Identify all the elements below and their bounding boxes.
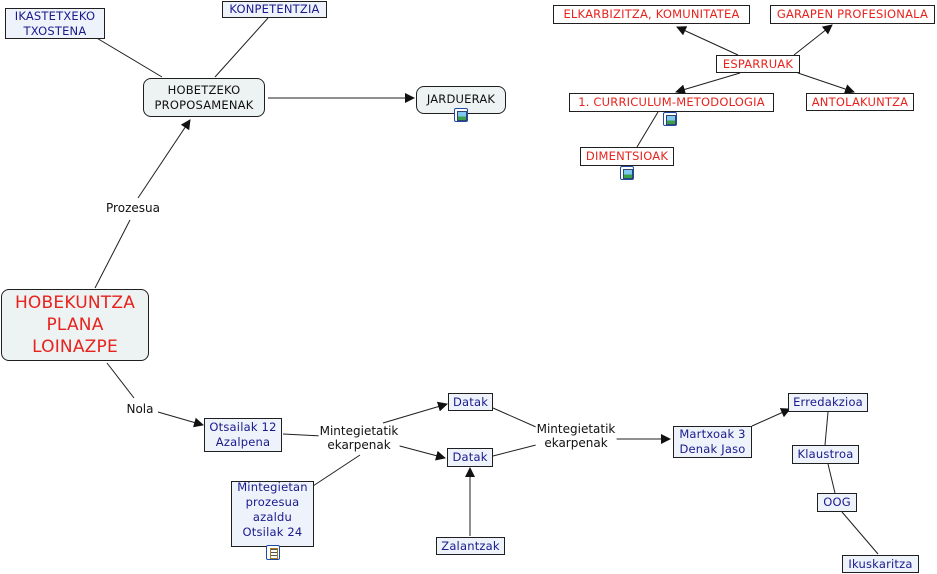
curriculum-image-icon[interactable] (663, 112, 677, 126)
link-datak1-mintegietatik2 (492, 407, 537, 428)
link-label-mintegietatik-2: Mintegietatik ekarpenak (535, 422, 617, 450)
link-ikastetxeko-hobetzeko (94, 36, 163, 78)
node-datak-1[interactable]: Datak (448, 393, 493, 411)
link-oog-ikuskaritza (841, 511, 879, 555)
node-esparruak[interactable]: ESPARRUAK (716, 55, 800, 73)
link-konpetentzia-hobetzeko (214, 17, 269, 78)
link-label-mintegietatik-1: Mintegietatik ekarpenak (318, 424, 400, 452)
node-ikastetxeko-txostena[interactable]: IKASTETXEKO TXOSTENA (5, 8, 105, 39)
link-nola-otsailak (157, 411, 204, 428)
link-esparruak-garapen (793, 24, 833, 56)
link-prozesua-hobetzeko (137, 119, 191, 199)
node-oog[interactable]: OOG (817, 493, 857, 512)
node-konpetentzia[interactable]: KONPETENTZIA (222, 1, 327, 18)
link-hobekuntza-nola (106, 362, 135, 399)
node-zalantzak[interactable]: Zalantzak (436, 537, 505, 555)
link-hobekuntza-prozesua (94, 219, 131, 289)
node-martxoak-3-denak-jaso[interactable]: Martxoak 3 Denak Jaso (673, 426, 752, 458)
node-klaustroa[interactable]: Klaustroa (792, 445, 859, 464)
node-erredakzioa[interactable]: Erredakzioa (788, 393, 868, 412)
node-garapen-profesionala[interactable]: GARAPEN PROFESIONALA (770, 5, 935, 24)
link-curriculum-dimentsioak (636, 111, 659, 148)
dimentsioak-image-icon[interactable] (620, 166, 634, 180)
link-esparruak-elkarbizitza (676, 26, 739, 56)
mintegietan-document-icon[interactable] (266, 545, 280, 560)
node-elkarbizitza-komunitatea[interactable]: ELKARBIZITZA, KOMUNITATEA (553, 5, 750, 24)
node-dimentsioak[interactable]: DIMENTSIOAK (580, 147, 674, 166)
link-datak2-mintegietatik2 (492, 444, 537, 457)
link-otsailak-mintegietatik (282, 433, 323, 437)
link-mintegietatik-datak2 (395, 444, 446, 461)
link-label-nola: Nola (125, 402, 155, 416)
node-datak-2[interactable]: Datak (447, 448, 493, 467)
node-jarduerak[interactable]: JARDUERAK (416, 86, 506, 114)
link-mintegietan-mintegietatik (312, 454, 361, 487)
link-erredakzioa-klaustroa (824, 411, 829, 446)
node-mintegietan-prozesua[interactable]: Mintegietan prozesua azaldu Otsilak 24 (231, 480, 314, 547)
node-ikuskaritza[interactable]: Ikuskaritza (842, 555, 919, 573)
jarduerak-image-icon[interactable] (454, 108, 468, 122)
link-esparruak-antolakuntza (797, 72, 855, 94)
link-label-prozesua: Prozesua (105, 201, 161, 215)
link-martxoak-erredakzioa (751, 408, 791, 427)
node-hobekuntza-plana[interactable]: HOBEKUNTZA PLANA LOINAZPE (1, 289, 149, 361)
node-otsailak-12-azalpena[interactable]: Otsailak 12 Azalpena (204, 418, 282, 452)
link-klaustroa-oog (827, 463, 836, 494)
node-antolakuntza[interactable]: ANTOLAKUNTZA (806, 93, 914, 111)
link-mintegietatik-datak1 (382, 401, 448, 424)
node-curriculum-metodologia[interactable]: 1. CURRICULUM-METODOLOGIA (569, 93, 774, 112)
node-hobetzeko-proposamenak[interactable]: HOBETZEKO PROPOSAMENAK (143, 78, 265, 117)
link-esparruak-curriculum (675, 72, 741, 95)
